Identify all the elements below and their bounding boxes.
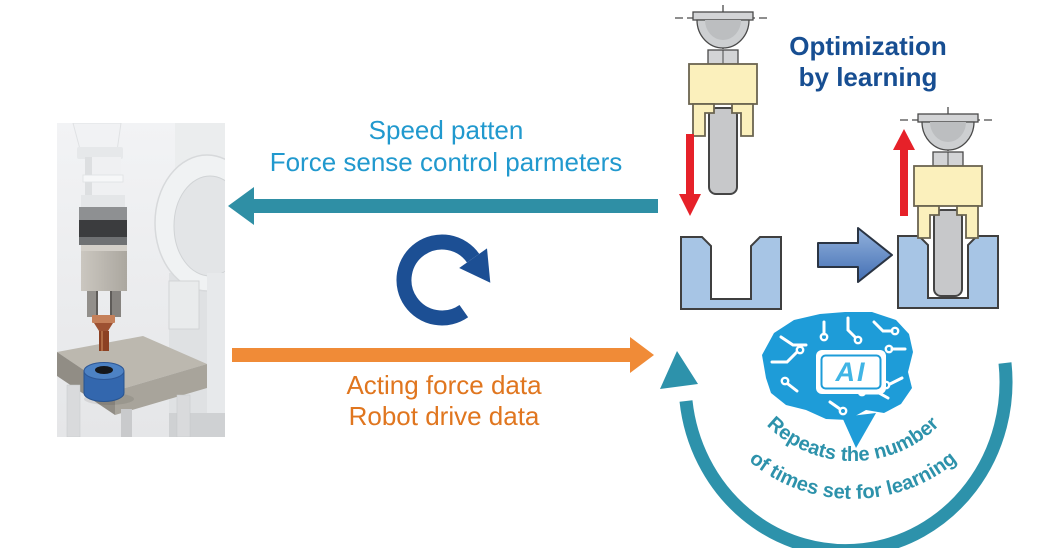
up-arrow-icon bbox=[893, 129, 915, 216]
copper-peg bbox=[92, 315, 115, 351]
ai-chip bbox=[816, 350, 886, 394]
down-arrow-icon bbox=[679, 134, 701, 216]
feedback-label-line2: Force sense control parmeters bbox=[269, 147, 623, 177]
feedback-label: Speed patten Force sense control parmete… bbox=[232, 114, 660, 178]
page-title: Optimization by learning bbox=[762, 31, 974, 93]
cycle-arrowhead-icon bbox=[660, 351, 698, 389]
force-sensor-gripper bbox=[79, 207, 127, 317]
title-line2: by learning bbox=[798, 62, 938, 92]
forward-label-line1: Acting force data bbox=[346, 370, 542, 400]
slot-left bbox=[680, 236, 782, 310]
gripper-extract-diagram bbox=[893, 106, 999, 309]
feedback-arrow bbox=[228, 187, 658, 225]
forward-label: Acting force data Robot drive data bbox=[232, 370, 656, 432]
title-line1: Optimization bbox=[789, 31, 947, 61]
transition-right-arrow-icon bbox=[817, 227, 893, 283]
ai-label: AI bbox=[835, 357, 867, 387]
feedback-label-line1: Speed patten bbox=[368, 115, 524, 145]
robot-arm bbox=[72, 122, 125, 207]
clockwise-loop-icon bbox=[396, 234, 491, 326]
ai-brain-icon: AI bbox=[762, 312, 913, 448]
forward-label-line2: Robot drive data bbox=[348, 401, 540, 431]
blue-ring-part bbox=[83, 362, 134, 405]
forward-arrow bbox=[232, 337, 654, 373]
gripper-descend-diagram bbox=[674, 4, 782, 310]
